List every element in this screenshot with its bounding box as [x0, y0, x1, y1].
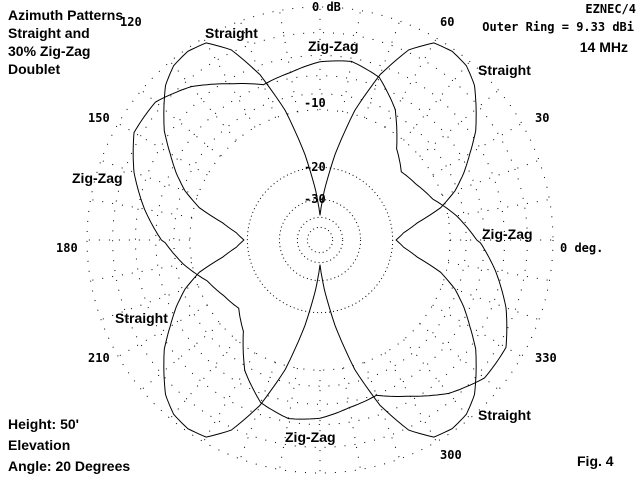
ring-label-0db: 0 dB	[312, 0, 341, 14]
grid-ring	[134, 54, 506, 426]
grid-ring	[112, 32, 528, 448]
angle-label-120: 120	[120, 15, 142, 29]
grid-radial	[403, 339, 471, 419]
grid-radial	[448, 199, 550, 218]
figure-number: Fig. 4	[577, 453, 614, 469]
series-label-straight: Straight	[115, 310, 168, 326]
grid-radial	[384, 37, 437, 128]
grid-ring	[296, 216, 344, 264]
grid-ring	[278, 198, 362, 282]
grid-radial	[141, 89, 221, 157]
ring-label-20db: -20	[304, 160, 326, 174]
grid-radial	[442, 284, 540, 321]
grid-ring	[189, 109, 451, 371]
title-line-4: Doublet	[8, 61, 61, 77]
grid-radial	[203, 352, 256, 443]
grid-ring	[173, 93, 467, 387]
condition-elevation: Elevation	[8, 437, 71, 453]
ring-label-30db: -30	[304, 192, 326, 206]
angle-label-30: 30	[535, 111, 550, 125]
grid-ring	[306, 226, 334, 254]
grid-radial	[384, 352, 437, 443]
series-label-zigzag: Zig-Zag	[308, 38, 359, 54]
grid-ring	[155, 75, 485, 405]
title-line-1: Azimuth Patterns	[8, 7, 124, 23]
angle-label-180: 180	[56, 241, 78, 255]
grid-radial	[90, 262, 192, 281]
series-line-zigzag	[132, 60, 508, 420]
grid-radial	[169, 339, 237, 419]
grid-radial	[239, 362, 276, 460]
condition-height: Height: 50'	[8, 416, 80, 432]
grid-radial	[342, 368, 361, 470]
series-label-straight: Straight	[205, 25, 258, 41]
grid-radial	[364, 362, 401, 460]
grid-ring	[86, 6, 554, 474]
series-line-straight	[163, 42, 477, 438]
series-label-zigzag: Zig-Zag	[482, 226, 533, 242]
condition-angle: Angle: 20 Degrees	[8, 458, 131, 474]
title-line-2: Straight and	[8, 25, 90, 41]
title-line-3: 30% Zig-Zag	[8, 43, 91, 59]
outer-ring-value: Outer Ring = 9.33 dBi	[482, 20, 634, 34]
angle-label-210: 210	[88, 351, 110, 365]
grid-radial	[448, 262, 550, 281]
series-label-straight: Straight	[478, 62, 531, 78]
grid-radial	[279, 10, 298, 112]
angle-label-0: 0 deg.	[560, 241, 604, 255]
series-label-zigzag: Zig-Zag	[72, 170, 123, 186]
grid-radial	[117, 123, 208, 176]
ring-label-10db: -10	[304, 96, 326, 110]
frequency: 14 MHz	[579, 39, 628, 55]
angle-label-300: 300	[440, 448, 462, 462]
grid-radial	[419, 323, 499, 391]
series-label-zigzag: Zig-Zag	[285, 429, 336, 445]
grid-radial	[403, 61, 471, 141]
series-label-straight: Straight	[478, 407, 531, 423]
grid-radial	[432, 304, 523, 357]
angle-label-60: 60	[440, 15, 455, 29]
grid-radial	[419, 89, 499, 157]
grid-radial	[432, 123, 523, 176]
angle-label-150: 150	[88, 111, 110, 125]
grid-radial	[141, 323, 221, 391]
grid-radial	[169, 61, 237, 141]
grid-ring	[246, 166, 394, 314]
grid-radial	[203, 37, 256, 128]
program-name: EZNEC/4	[585, 2, 636, 16]
grid-radial	[90, 199, 192, 218]
grid-radial	[364, 20, 401, 118]
angle-label-330: 330	[535, 351, 557, 365]
grid-radial	[442, 159, 540, 196]
